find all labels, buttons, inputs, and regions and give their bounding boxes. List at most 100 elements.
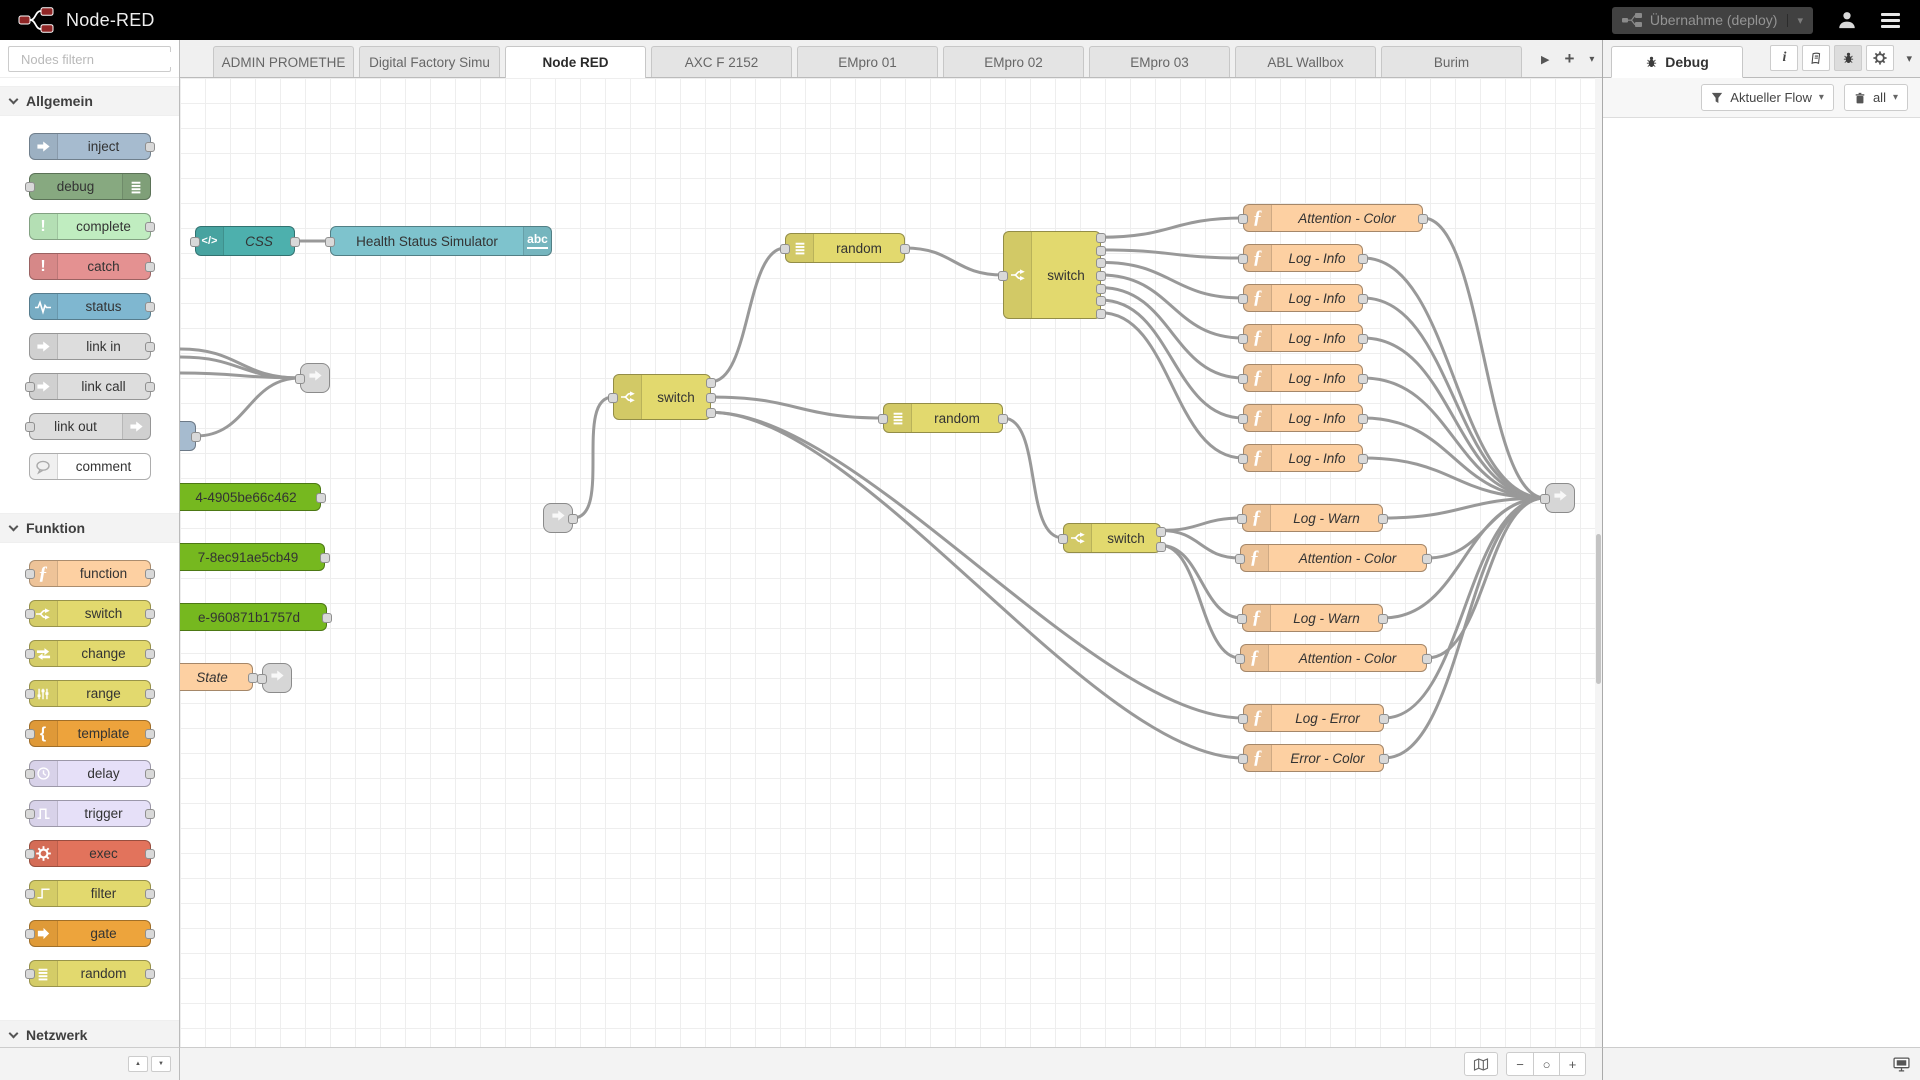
node-port-input[interactable]: [1238, 334, 1248, 344]
node-port-output[interactable]: [145, 689, 155, 699]
zoom-reset-button[interactable]: ○: [1533, 1053, 1559, 1075]
flow-node-random[interactable]: random: [785, 233, 905, 263]
node-port-output[interactable]: [145, 769, 155, 779]
node-port-input[interactable]: [325, 237, 335, 247]
node-port-output[interactable]: [145, 569, 155, 579]
node-port-output[interactable]: [145, 969, 155, 979]
flow-node-random[interactable]: random: [883, 403, 1003, 433]
node-port-input[interactable]: [25, 422, 35, 432]
palette-node-comment[interactable]: comment: [29, 453, 151, 480]
wire[interactable]: [1427, 498, 1545, 658]
node-port-output[interactable]: [145, 302, 155, 312]
flow-tab-Burim[interactable]: Burim: [1381, 46, 1522, 77]
node-port-output[interactable]: [316, 493, 326, 503]
wire[interactable]: [1161, 518, 1242, 531]
palette-node-inject[interactable]: inject: [29, 133, 151, 160]
node-port-input[interactable]: [1237, 514, 1247, 524]
node-port-output[interactable]: [145, 889, 155, 899]
wire[interactable]: [1003, 418, 1063, 538]
node-port-input[interactable]: [1235, 654, 1245, 664]
flow-node-Log---Info[interactable]: ƒLog - Info: [1243, 364, 1363, 392]
node-port-input[interactable]: [1235, 554, 1245, 564]
flow-tab-ADMIN-PROMETHE[interactable]: ADMIN PROMETHE: [213, 46, 354, 77]
node-port-output[interactable]: [320, 553, 330, 563]
node-port-output[interactable]: [706, 378, 716, 388]
flow-node-Health-Status-Simulator[interactable]: Health Status Simulatorabc: [330, 226, 552, 256]
node-port-output[interactable]: [1096, 233, 1106, 243]
debug-filter-button[interactable]: Aktueller Flow ▾: [1701, 84, 1834, 111]
palette-node-link-out[interactable]: link out: [29, 413, 151, 440]
flow-node-Log---Info[interactable]: ƒLog - Info: [1243, 324, 1363, 352]
flow-node-Log---Info[interactable]: ƒLog - Info: [1243, 444, 1363, 472]
flow-tab-AXC-F-2152[interactable]: AXC F 2152: [651, 46, 792, 77]
flow-node-Attention---Color[interactable]: ƒAttention - Color: [1240, 544, 1427, 572]
node-port-input[interactable]: [25, 969, 35, 979]
node-port-output[interactable]: [145, 929, 155, 939]
info-sidebar-button[interactable]: i: [1770, 45, 1798, 71]
flow-node-Attention---Color[interactable]: ƒAttention - Color: [1240, 644, 1427, 672]
node-port-input[interactable]: [1058, 534, 1068, 544]
node-port-output[interactable]: [1156, 527, 1166, 537]
node-port-output[interactable]: [145, 142, 155, 152]
palette-node-template[interactable]: {template: [29, 720, 151, 747]
wire[interactable]: [711, 248, 785, 382]
palette-node-delay[interactable]: delay: [29, 760, 151, 787]
flow-tab-ABL-Wallbox[interactable]: ABL Wallbox: [1235, 46, 1376, 77]
wire[interactable]: [196, 378, 300, 436]
flow-node-State[interactable]: State: [180, 663, 253, 691]
debug-messages-area[interactable]: [1603, 118, 1920, 1014]
node-port-output[interactable]: [706, 408, 716, 418]
wire[interactable]: [1101, 250, 1243, 258]
palette-node-gate[interactable]: gate: [29, 920, 151, 947]
flow-canvas[interactable]: </>CSSHealth Status Simulatorabcrandomsw…: [180, 78, 1602, 1047]
palette-node-function[interactable]: ƒfunction: [29, 560, 151, 587]
wire[interactable]: [1161, 546, 1240, 659]
node-port-output[interactable]: [145, 609, 155, 619]
node-port-output[interactable]: [568, 514, 578, 524]
flow-node-Log---Error[interactable]: ƒLog - Error: [1243, 704, 1384, 732]
deploy-button[interactable]: Übernahme (deploy) ▾: [1612, 7, 1813, 34]
node-port-output[interactable]: [145, 342, 155, 352]
flow-node-Attention---Color[interactable]: ƒAttention - Color: [1243, 204, 1423, 232]
tab-debug[interactable]: Debug: [1611, 46, 1743, 78]
wire[interactable]: [1101, 275, 1243, 338]
node-port-input[interactable]: [1540, 494, 1550, 504]
wire[interactable]: [1363, 258, 1545, 498]
flow-node-linkoutS[interactable]: [262, 663, 292, 693]
node-port-output[interactable]: [145, 222, 155, 232]
flow-node-Log---Warn[interactable]: ƒLog - Warn: [1242, 604, 1383, 632]
wire[interactable]: [711, 412, 1243, 718]
wire[interactable]: [711, 412, 1243, 758]
wire[interactable]: [1101, 288, 1243, 378]
palette-search-box[interactable]: [8, 46, 171, 72]
palette-node-status[interactable]: status: [29, 293, 151, 320]
node-port-input[interactable]: [25, 182, 35, 192]
palette-node-range[interactable]: range: [29, 680, 151, 707]
node-port-output[interactable]: [322, 613, 332, 623]
flow-node-Log---Info[interactable]: ƒLog - Info: [1243, 404, 1363, 432]
node-port-output[interactable]: [1358, 254, 1368, 264]
node-port-output[interactable]: [145, 382, 155, 392]
wire[interactable]: [1101, 262, 1243, 298]
palette-node-debug[interactable]: debug: [29, 173, 151, 200]
node-port-output[interactable]: [1096, 296, 1106, 306]
palette-collapse-all-button[interactable]: ▲: [128, 1056, 148, 1072]
node-port-output[interactable]: [1096, 284, 1106, 294]
sidebar-options-caret[interactable]: ▾: [1906, 52, 1912, 65]
flow-node-Log---Info[interactable]: ƒLog - Info: [1243, 244, 1363, 272]
flow-tab-EMpro-03[interactable]: EMpro 03: [1089, 46, 1230, 77]
zoom-in-button[interactable]: +: [1559, 1053, 1585, 1075]
flow-node-linkoutL[interactable]: [300, 363, 330, 393]
flow-node-Log---Warn[interactable]: ƒLog - Warn: [1242, 504, 1383, 532]
node-port-output[interactable]: [1156, 542, 1166, 552]
palette-node-complete[interactable]: !complete: [29, 213, 151, 240]
wire[interactable]: [1101, 218, 1243, 237]
node-port-input[interactable]: [25, 609, 35, 619]
node-port-input[interactable]: [25, 849, 35, 859]
wire[interactable]: [573, 397, 613, 518]
node-port-input[interactable]: [25, 649, 35, 659]
node-port-input[interactable]: [25, 809, 35, 819]
node-port-output[interactable]: [1358, 334, 1368, 344]
node-port-output[interactable]: [1422, 654, 1432, 664]
wire[interactable]: [1161, 531, 1240, 559]
